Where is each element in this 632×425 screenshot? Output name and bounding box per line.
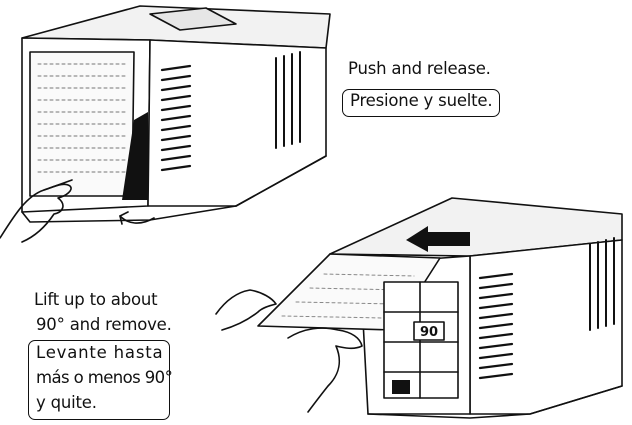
filter-frame: 90 — [384, 282, 458, 398]
step2-instruction-english-line2: 90° and remove. — [36, 314, 172, 336]
curved-arrow-icon — [120, 212, 154, 224]
hand-lifting-right — [288, 328, 362, 412]
front-grille-top — [30, 52, 134, 196]
step2-instruction-spanish-line2: más o menos 90° — [36, 367, 172, 389]
step1-instruction-spanish: Presione y suelte. — [350, 90, 492, 112]
step2-instruction-spanish-line1: Levante hasta — [36, 342, 163, 364]
step2-instruction-spanish-line3: y quite. — [36, 392, 97, 414]
step1-instruction-english: Push and release. — [348, 58, 491, 80]
panel-number: 90 — [420, 325, 438, 340]
step2-instruction-english-line1: Lift up to about — [34, 289, 157, 311]
